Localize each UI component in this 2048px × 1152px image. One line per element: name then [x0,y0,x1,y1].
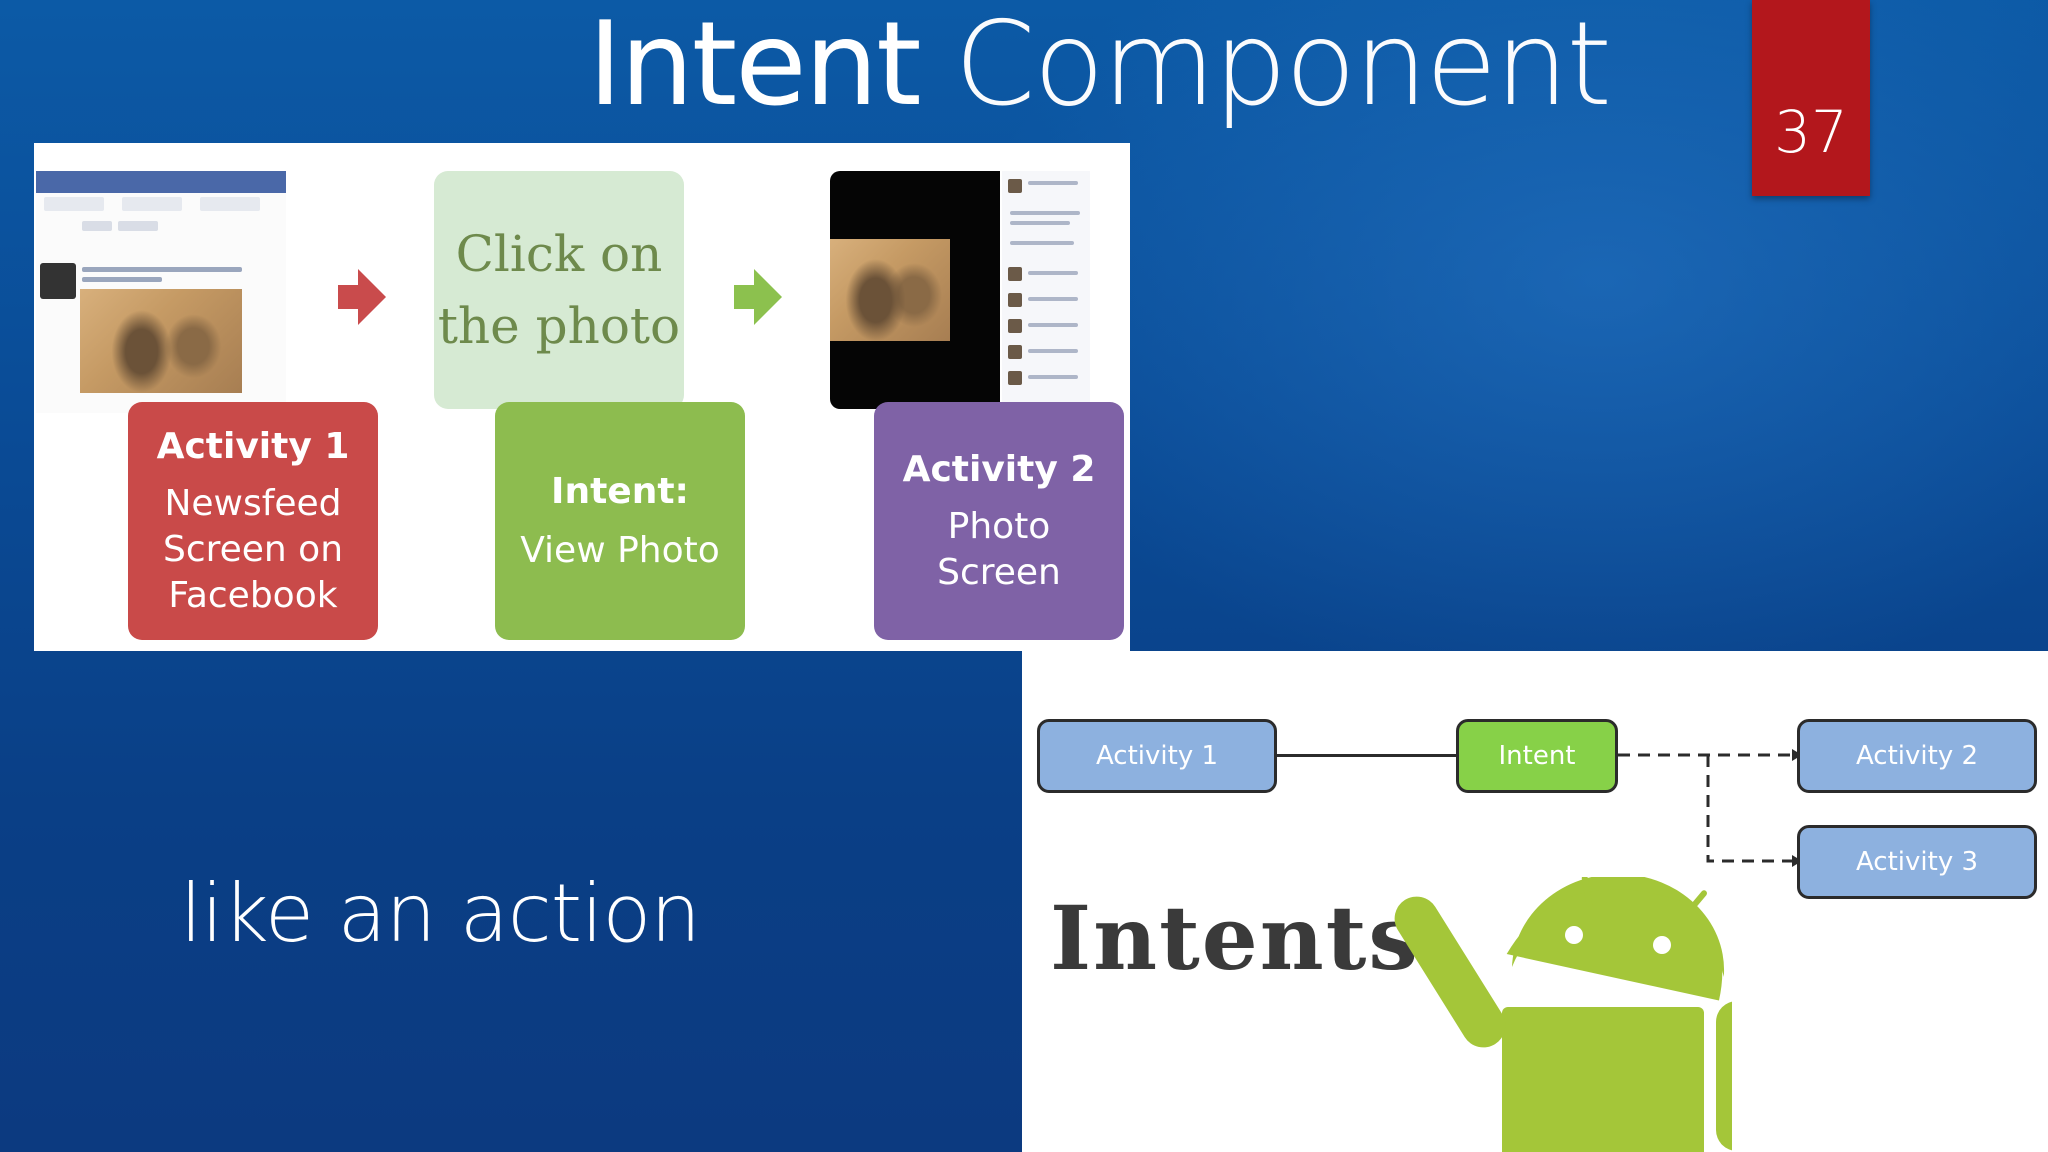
facebook-header-bar [36,171,286,193]
card-line: Photo [947,506,1051,547]
card-line: View Photo [520,530,720,571]
click-text-line2: the photo [437,297,681,355]
click-text-line1: Click on [455,225,663,283]
cat-photo-large [830,239,950,341]
slide-subtitle: like an action [180,867,701,960]
card-line: Newsfeed [164,483,342,524]
photo-comments-sidebar [1002,171,1090,409]
card-heading: Activity 1 [156,426,350,467]
avatar [40,263,76,299]
slide-title: Intent Component [0,0,2048,130]
page-number-badge: 37 [1752,0,1870,196]
activity2-node: Activity 2 [1797,719,2037,793]
slide-title-bold: Intent [588,0,922,132]
android-robot-icon [1394,877,1732,1152]
activity1-node: Activity 1 [1037,719,1277,793]
connector-line [1277,754,1456,757]
facebook-newsfeed-screenshot [36,171,286,413]
card-line: Screen [937,552,1061,593]
activity1-card: Activity 1 Newsfeed Screen on Facebook [128,402,378,640]
click-on-photo-box: Click on the photo [434,171,684,409]
card-line: Facebook [168,575,338,616]
cat-photo-thumbnail [80,289,242,393]
card-line: Screen on [162,529,344,570]
arrow-right-icon [754,269,782,325]
activity2-card: Activity 2 Photo Screen [874,402,1124,640]
arrow-right-icon [338,285,358,309]
facebook-tab-row [44,197,280,213]
card-heading: Intent: [551,471,689,512]
intent-node: Intent [1456,719,1618,793]
arrow-right-icon [734,285,754,309]
facebook-intent-figure: Click on the photo Activity 1 [34,143,1130,651]
page-number: 37 [1774,98,1848,166]
intent-card: Intent: View Photo [495,402,745,640]
dashed-connectors [1618,749,1802,867]
activity3-node: Activity 3 [1797,825,2037,899]
slide-title-light: Component [954,0,1612,132]
card-heading: Activity 2 [902,449,1096,490]
arrow-right-icon [358,269,386,325]
intents-heading: Intents [1050,886,1420,990]
facebook-photo-screenshot [830,171,1090,409]
intents-diagram: Activity 1 Intent Activity 2 Activity 3 … [1022,651,2048,1152]
